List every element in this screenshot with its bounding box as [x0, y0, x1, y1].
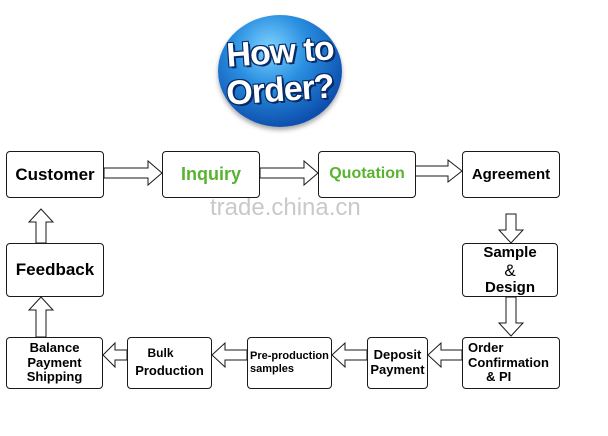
step-design-label: Design [484, 278, 535, 296]
how-to-order-badge: How to Order? [218, 15, 342, 127]
step-preproduction-label: Pre-production [250, 350, 329, 363]
arrow-bulk-balance [102, 341, 128, 369]
step-bulk-production: Bulk Production [127, 337, 212, 389]
step-order-label: Order [468, 339, 504, 355]
step-order-confirmation: Order Confirmation & PI [462, 337, 560, 389]
step-balance-payment-label: Payment [27, 354, 82, 370]
step-feedback: Feedback [6, 243, 104, 297]
step-bulk-label: Bulk [147, 345, 174, 360]
step-shipping-label: Shipping [26, 369, 83, 385]
step-customer: Customer [6, 151, 104, 198]
arrow-inquiry-quotation [259, 159, 319, 187]
watermark: trade.china.cn [210, 194, 361, 221]
step-payment-label: Payment [370, 362, 425, 377]
step-preproduction-samples: Pre-production samples [247, 337, 332, 389]
step-pi-label: & PI [486, 369, 512, 385]
step-agreement-label: Agreement [471, 165, 551, 183]
step-feedback-label: Feedback [15, 260, 95, 280]
arrow-customer-inquiry [103, 159, 163, 187]
step-deposit-payment: Deposit Payment [367, 337, 428, 389]
arrow-preprod-bulk [211, 341, 248, 369]
arrow-deposit-preprod [331, 341, 368, 369]
arrow-agreement-sample [497, 213, 525, 244]
step-inquiry-label: Inquiry [180, 164, 241, 185]
step-balance-payment-shipping: Balance Payment Shipping [6, 337, 103, 389]
step-customer-label: Customer [15, 164, 95, 184]
step-inquiry: Inquiry [162, 151, 260, 198]
step-sample-amp: & [504, 260, 516, 280]
step-confirmation-label: Confirmation [468, 354, 549, 370]
arrow-order-deposit [427, 341, 463, 369]
step-deposit-label: Deposit [373, 347, 422, 363]
step-production-label: Production [135, 363, 204, 379]
step-sample-design: Sample & Design [462, 243, 558, 297]
arrow-feedback-customer [27, 208, 55, 244]
step-sample-label: Sample [483, 244, 537, 262]
arrow-sample-order [497, 296, 525, 337]
step-quotation: Quotation [318, 151, 416, 198]
step-balance-label: Balance [29, 339, 80, 355]
step-samples-label: samples [250, 363, 295, 375]
step-quotation-label: Quotation [329, 165, 405, 183]
arrow-quotation-agreement [414, 158, 463, 184]
step-agreement: Agreement [462, 151, 560, 198]
arrow-balance-feedback [27, 296, 55, 338]
